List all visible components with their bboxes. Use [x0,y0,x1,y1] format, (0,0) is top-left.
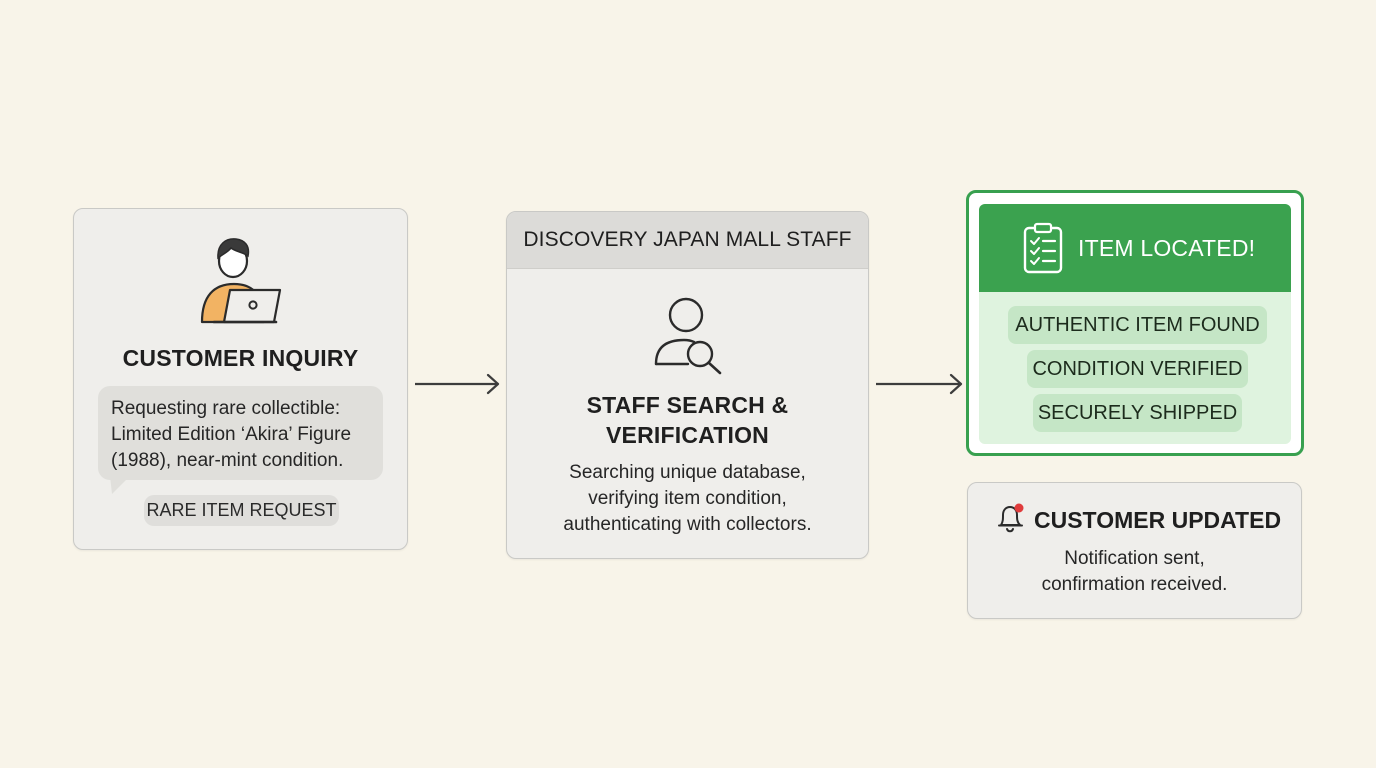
staff-title-line: STAFF SEARCH & [586,392,789,418]
inquiry-message-line: (1988), near-mint condition. [111,450,344,471]
inquiry-message-line: Limited Edition ‘Akira’ Figure [111,424,352,445]
item-located-label: ITEM LOCATED! [1078,235,1256,261]
staff-description-line: Searching unique database, [569,462,806,483]
staff-search-card [506,211,869,559]
staff-title-line: VERIFICATION [606,422,769,448]
staff-description-line: verifying item condition, [588,488,787,509]
staff-search-title: STAFF SEARCH & VERIFICATION [506,390,869,450]
customer-updated-title: CUSTOMER UPDATED [1034,507,1282,533]
speech-bubble-tail [110,476,130,494]
staff-header-label: DISCOVERY JAPAN MALL STAFF [523,228,852,251]
inquiry-message: Requesting rare collectible: Limited Edi… [111,396,381,474]
updated-description-line: confirmation received. [1041,574,1228,595]
customer-updated-card [967,482,1302,619]
inquiry-message-line: Requesting rare collectible: [111,398,341,419]
inquiry-message-bubble [98,386,383,480]
staff-description: Searching unique database, verifying ite… [506,460,869,538]
flow-arrow-2 [876,373,963,395]
authentic-item-found-badge: AUTHENTIC ITEM FOUND [1008,306,1267,344]
clipboard-checklist-icon [1023,222,1063,274]
flow-arrow-1 [415,373,500,395]
customer-inquiry-title: CUSTOMER INQUIRY [122,345,359,371]
staff-description-line: authenticating with collectors. [563,514,812,535]
condition-verified-badge: CONDITION VERIFIED [1027,350,1248,388]
rare-item-request-tag: RARE ITEM REQUEST [144,495,339,526]
person-laptop-icon [200,238,282,324]
bell-notification-icon [998,503,1024,533]
staff-card-header [507,212,868,269]
updated-description-line: Notification sent, [1064,548,1205,569]
item-located-header [979,204,1291,292]
person-search-icon [654,297,722,375]
customer-updated-description: Notification sent, confirmation received… [967,546,1302,598]
securely-shipped-badge: SECURELY SHIPPED [1033,394,1242,432]
